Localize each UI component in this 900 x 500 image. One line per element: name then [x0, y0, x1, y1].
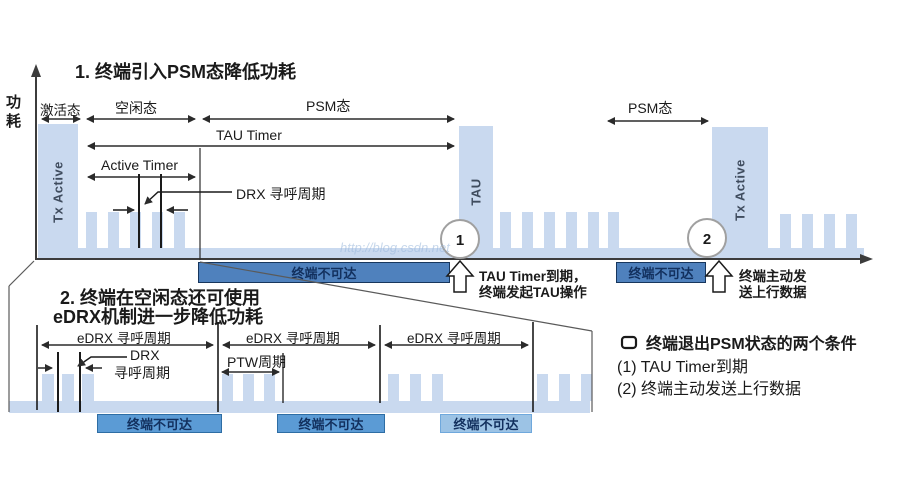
edrx-cycle-label-2: eDRX 寻呼周期	[246, 331, 340, 346]
tx-active-bar-1	[38, 124, 78, 260]
legend-bullet-icon	[620, 335, 638, 350]
idle-state-label: 空闲态	[115, 100, 157, 116]
ptw-label: PTW周期	[227, 354, 287, 370]
note2-line2: 送上行数据	[739, 285, 807, 300]
event-circle-1	[440, 219, 480, 259]
up-block-arrow-1	[445, 259, 475, 293]
unreachable-label: 终端不可达	[453, 417, 519, 432]
drx-callout-line-2	[77, 356, 127, 367]
funnel-lines	[8, 260, 593, 412]
legend-item-1: (1) TAU Timer到期	[617, 359, 748, 376]
unreachable-bar-top-1: 终端不可达	[198, 262, 450, 283]
unreachable-bar-bottom-3: 终端不可达	[440, 414, 532, 433]
up-block-arrow-2	[704, 259, 734, 293]
watermark: http://blog.csdn.net	[340, 240, 450, 255]
tx-active-bar-1-label: Tx Active	[50, 161, 66, 223]
event-circle-2-number: 2	[703, 231, 711, 248]
y-axis-arrowhead	[31, 64, 41, 77]
edrx-cycle-label-1: eDRX 寻呼周期	[77, 331, 171, 346]
unreachable-bar-bottom-2: 终端不可达	[277, 414, 385, 433]
unreachable-label: 终端不可达	[291, 266, 357, 281]
edrx-dividers	[36, 322, 534, 412]
measure-arrows-1	[41, 115, 709, 181]
unreachable-bar-top-2: 终端不可达	[616, 262, 706, 283]
section2-title-line1: 2. 终端在空闲态还可使用	[60, 288, 261, 308]
baseline-strip-2	[9, 401, 590, 413]
drx-cycle-markers-1	[113, 174, 188, 248]
psm-state-label: PSM态	[306, 98, 351, 114]
tx-active-bar-2-label: Tx Active	[732, 159, 748, 221]
unreachable-label: 终端不可达	[628, 266, 694, 281]
note1-line2: 终端发起TAU操作	[479, 285, 587, 300]
event-circle-2	[687, 218, 727, 258]
event-circle-1-number: 1	[456, 232, 464, 249]
edrx-cycle-label-3: eDRX 寻呼周期	[407, 331, 501, 346]
note1-line1: TAU Timer到期，	[479, 269, 587, 284]
active-state-label: 激活态	[40, 103, 81, 118]
drx-pulse-bars-1	[86, 212, 185, 248]
unreachable-label: 终端不可达	[126, 417, 192, 432]
drx-label-line1: DRX	[130, 347, 160, 363]
drx-cycle-label-1: DRX 寻呼周期	[236, 186, 326, 202]
x-axis-arrowhead	[860, 254, 873, 264]
unreachable-label: 终端不可达	[298, 417, 364, 432]
legend-item-2: (2) 终端主动发送上行数据	[617, 381, 802, 398]
unreachable-bar-bottom-1: 终端不可达	[97, 414, 222, 433]
active-timer-label: Active Timer	[101, 157, 179, 173]
measure-arrows-2	[41, 341, 529, 376]
y-axis-label: 功耗	[6, 94, 22, 130]
drx-pulse-bars-3	[780, 214, 857, 248]
section2-title-line2: eDRX机制进一步降低功耗	[53, 307, 264, 327]
drx-pulse-bars-2	[500, 212, 619, 248]
drx-callout-line-1	[144, 191, 232, 205]
psm-state-label-2: PSM态	[628, 100, 673, 116]
tau-timer-label: TAU Timer	[216, 127, 282, 143]
edrx-pulse-bars	[42, 374, 592, 401]
tau-bar-label: TAU	[468, 178, 484, 206]
section1-title: 1. 终端引入PSM态降低功耗	[75, 62, 297, 82]
note2-line1: 终端主动发	[739, 269, 807, 284]
legend-title: 终端退出PSM状态的两个条件	[646, 336, 857, 353]
axes	[35, 70, 862, 260]
drx-label-line2: 寻呼周期	[114, 365, 170, 381]
